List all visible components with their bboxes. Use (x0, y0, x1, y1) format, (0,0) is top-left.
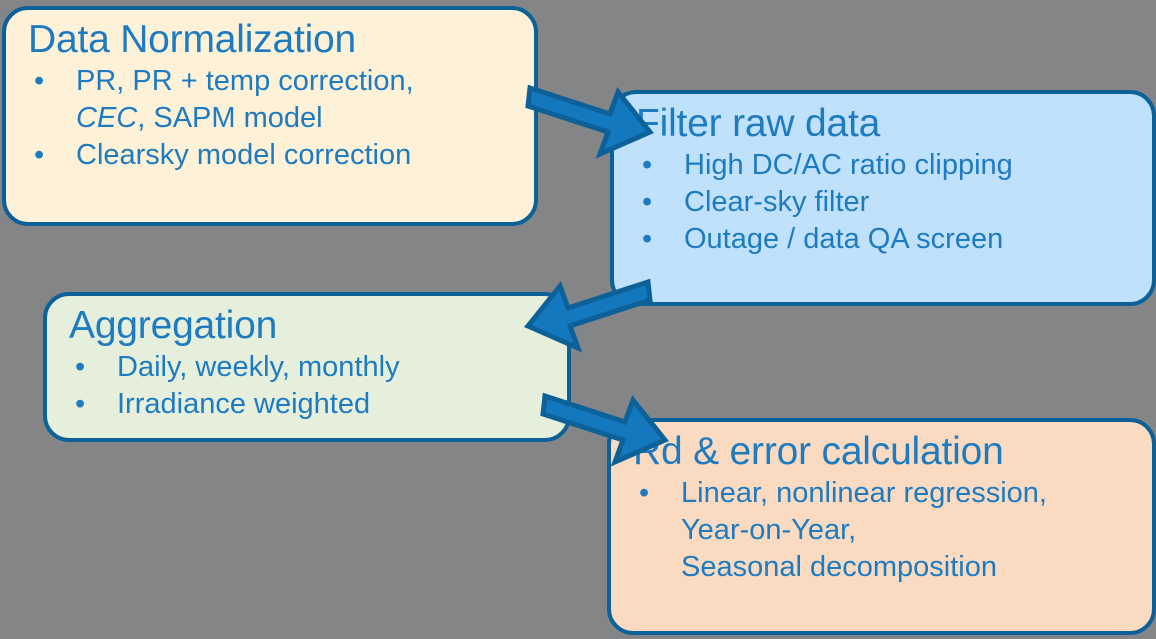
bullet-text: Linear, nonlinear regression, (681, 477, 1047, 509)
bullet-dot-icon: • (75, 351, 86, 383)
bullet-item: • Outage / data QA screen (636, 221, 1138, 258)
process-box-rd-error-calculation[interactable]: Rd & error calculation • Linear, nonline… (607, 418, 1156, 635)
bullet-item: • Irradiance weighted (69, 386, 553, 423)
arrow-filter-to-aggregation (524, 278, 653, 353)
arrow-normalization-to-filter (525, 84, 654, 159)
bullet-item: • Clearsky model correction (28, 137, 520, 174)
bullet-list-data-normalization: • PR, PR + temp correction, CEC, SAPM mo… (28, 63, 520, 174)
box-title-filter-raw-data: Filter raw data (636, 102, 881, 145)
bullet-item: • PR, PR + temp correction, CEC, SAPM mo… (28, 63, 520, 137)
box-title-data-normalization: Data Normalization (28, 18, 357, 61)
box-title-aggregation: Aggregation (69, 304, 278, 347)
box-title-rd-error-calculation: Rd & error calculation (633, 430, 1004, 473)
process-box-data-normalization[interactable]: Data Normalization • PR, PR + temp corre… (2, 6, 538, 226)
bullet-text-continuation: Year-on-Year, (681, 514, 857, 546)
bullet-dot-icon: • (34, 139, 45, 171)
bullet-text-rest: , SAPM model (137, 102, 323, 134)
bullet-dot-icon: • (642, 223, 653, 255)
bullet-text-emphasis: CEC (76, 102, 138, 134)
bullet-text-continuation: CEC, SAPM model (76, 100, 520, 137)
bullet-dot-icon: • (642, 149, 653, 181)
bullet-list-rd-error-calculation: • Linear, nonlinear regression, Year-on-… (633, 475, 1138, 586)
bullet-dot-icon: • (642, 186, 653, 218)
bullet-text: High DC/AC ratio clipping (684, 149, 1013, 181)
bullet-item: • Linear, nonlinear regression, Year-on-… (633, 475, 1138, 586)
bullet-list-filter-raw-data: • High DC/AC ratio clipping • Clear-sky … (636, 147, 1138, 258)
bullet-dot-icon: • (75, 388, 86, 420)
bullet-text: Outage / data QA screen (684, 223, 1004, 255)
bullet-text: Clearsky model correction (76, 139, 412, 171)
bullet-item: • High DC/AC ratio clipping (636, 147, 1138, 184)
bullet-text: Daily, weekly, monthly (117, 351, 400, 383)
bullet-text: Clear-sky filter (684, 186, 870, 218)
bullet-text: PR, PR + temp correction, (76, 65, 414, 97)
bullet-dot-icon: • (34, 65, 45, 97)
process-box-filter-raw-data[interactable]: Filter raw data • High DC/AC ratio clipp… (610, 90, 1156, 306)
bullet-list-aggregation: • Daily, weekly, monthly • Irradiance we… (69, 349, 553, 423)
bullet-item: • Clear-sky filter (636, 184, 1138, 221)
bullet-text-continuation-2: Seasonal decomposition (681, 551, 997, 583)
arrow-aggregation-to-rd (540, 392, 669, 467)
process-box-aggregation[interactable]: Aggregation • Daily, weekly, monthly • I… (43, 292, 571, 442)
bullet-dot-icon: • (639, 477, 650, 509)
bullet-text: Irradiance weighted (117, 388, 371, 420)
bullet-item: • Daily, weekly, monthly (69, 349, 553, 386)
